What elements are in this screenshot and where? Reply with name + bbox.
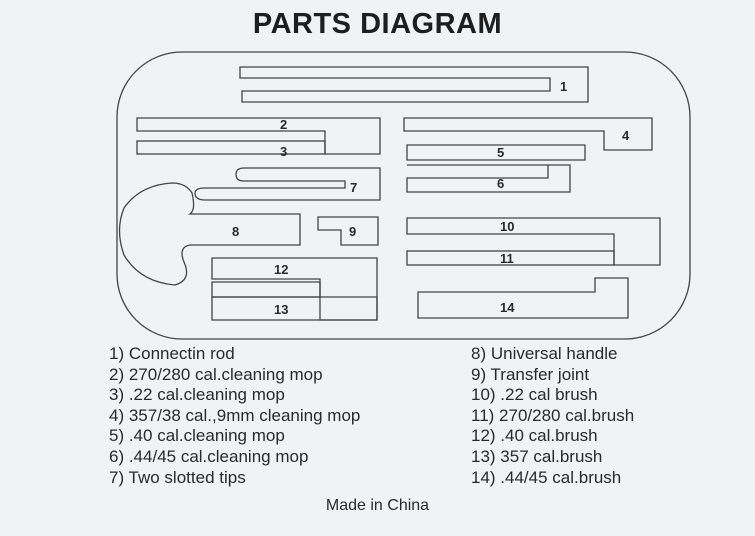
legend-item-8: 8) Universal handle: [471, 344, 618, 363]
legend-item-6: 6) .44/45 cal.cleaning mop: [109, 446, 309, 466]
legend-item-1: 1) Connectin rod: [109, 344, 235, 363]
part-2-mop: 2: [136, 117, 381, 155]
part-number-2: 2: [280, 117, 287, 132]
part-6-mop: 6: [406, 164, 571, 193]
legend-item-13: 13) 357 cal.brush: [471, 446, 603, 466]
part-14-brush: 14: [417, 277, 629, 319]
part-number-3: 3: [280, 144, 287, 159]
part-8-universal-handle: 8: [118, 182, 301, 286]
part-12-brush: 12: [211, 257, 378, 321]
part-number-8: 8: [232, 224, 239, 239]
legend-item-11: 11) 270/280 cal.brush: [471, 405, 635, 425]
part-1-connecting-rod: 1: [239, 66, 589, 103]
part-10-brush: 10: [406, 217, 661, 266]
part-13-brush: 13: [211, 281, 378, 321]
legend-item-3: 3) .22 cal.cleaning mop: [109, 385, 285, 405]
legend-item-2: 2) 270/280 cal.cleaning mop: [109, 364, 323, 384]
legend-item-10: 10) .22 cal brush: [471, 385, 598, 405]
legend-item-4: 4) 357/38 cal.,9mm cleaning mop: [109, 405, 361, 425]
part-5-mop: 5: [406, 144, 586, 161]
part-number-7: 7: [350, 180, 357, 195]
part-number-1: 1: [560, 79, 567, 94]
part-number-13: 13: [274, 302, 288, 317]
part-number-6: 6: [497, 176, 504, 191]
made-in-footer: Made in China: [325, 497, 430, 514]
diagram-title: PARTS DIAGRAM: [252, 8, 503, 40]
part-number-10: 10: [500, 219, 514, 234]
part-number-11: 11: [500, 251, 514, 266]
part-number-5: 5: [497, 145, 504, 160]
legend-item-14: 14) .44/45 cal.brush: [471, 467, 622, 487]
part-11-brush: 11: [406, 250, 615, 266]
part-9-transfer-joint: 9: [317, 216, 379, 246]
part-7-slotted-tips: 7: [194, 167, 381, 201]
legend-left-column: 1) Connectin rod 2) 270/280 cal.cleaning…: [109, 344, 360, 488]
part-number-4: 4: [622, 128, 630, 143]
part-4-mop: 4: [403, 117, 653, 151]
tray-outline: [116, 51, 691, 340]
legend-item-9: 9) Transfer joint: [471, 364, 590, 384]
part-number-14: 14: [500, 300, 515, 315]
part-3-mop: 3: [136, 140, 326, 159]
part-number-9: 9: [349, 224, 356, 239]
part-number-12: 12: [274, 262, 288, 277]
legend-item-12: 12) .40 cal.brush: [471, 426, 598, 446]
legend-right-column: 8) Universal handle 9) Transfer joint 10…: [471, 344, 634, 488]
legend-item-7: 7) Two slotted tips: [109, 467, 246, 487]
legend-item-5: 5) .40 cal.cleaning mop: [109, 426, 285, 446]
